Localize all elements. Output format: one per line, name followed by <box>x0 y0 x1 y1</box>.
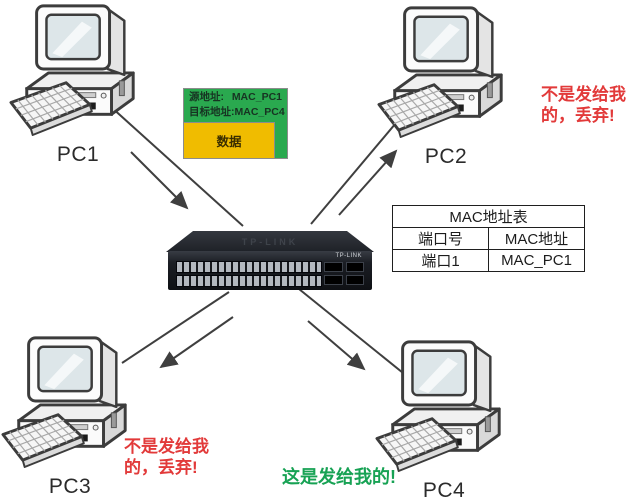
sfp-slot <box>324 275 343 285</box>
link-switch-pc3 <box>121 291 230 364</box>
sfp-slot <box>324 262 343 272</box>
pc4-computer-icon <box>374 336 514 472</box>
switch-brand-label: TP-LINK <box>335 253 362 259</box>
pc4-accept-note: 这是发给我的! <box>282 467 396 487</box>
arrow-switch-to-pc2 <box>338 149 398 216</box>
switch-sfp-slots <box>324 262 364 285</box>
pc2-computer-icon <box>376 2 516 138</box>
packet-dest-row: 目标地址: MAC_PC4 <box>184 104 287 119</box>
arrow-switch-to-pc4 <box>307 320 366 371</box>
pc3-discard-note-line1: 不是发给我 <box>124 437 209 456</box>
link-switch-pc4 <box>298 288 414 382</box>
pc3: PC3 <box>0 332 144 499</box>
pc1-label: PC1 <box>56 143 100 166</box>
link-pc1-switch <box>99 96 244 227</box>
pc1: PC1 <box>4 0 152 167</box>
pc2-label: PC2 <box>424 145 468 168</box>
pc3-computer-icon <box>0 332 140 468</box>
mac-table-cell-port1: 端口1 <box>392 249 489 272</box>
packet-dest-value: MAC_PC4 <box>234 106 285 118</box>
pc2-discard-note-line2: 的，丢弃! <box>541 106 615 126</box>
switch-port-row-bottom <box>176 275 322 287</box>
ethernet-switch: TP-LINK TP-LINK <box>166 231 374 292</box>
link-switch-pc2 <box>310 116 402 225</box>
mac-table-cell-mac-pc1: MAC_PC1 <box>488 249 585 272</box>
mac-table-header-mac: MAC地址 <box>488 227 585 250</box>
arrow-switch-to-pc3 <box>159 316 234 369</box>
pc2-discard-note: 不是发给我 的，丢弃! <box>541 84 626 127</box>
pc3-discard-note: 不是发给我 的，丢弃! <box>124 436 209 479</box>
packet-source-value: MAC_PC1 <box>231 91 282 103</box>
packet-source-label: 源地址: <box>189 91 224 103</box>
switch-port-row-top <box>176 261 322 273</box>
mac-table-header-port: 端口号 <box>392 227 489 250</box>
packet-source-row: 源地址: MAC_PC1 <box>184 89 287 104</box>
sfp-slot <box>345 262 364 272</box>
switch-top-face: TP-LINK <box>166 231 374 252</box>
pc4: PC4 <box>370 336 518 501</box>
pc2: PC2 <box>372 2 520 169</box>
packet-data-field: 数据 <box>184 122 275 158</box>
pc3-label: PC3 <box>48 475 92 498</box>
switch-top-brand-embossed: TP-LINK <box>241 236 299 247</box>
packet-dest-label: 目标地址: <box>189 106 235 118</box>
mac-table-title: MAC地址表 <box>392 205 585 228</box>
sfp-slot <box>345 275 364 285</box>
switch-front-face: TP-LINK <box>168 251 372 290</box>
pc2-discard-note-line1: 不是发给我 <box>541 85 626 104</box>
pc4-label: PC4 <box>422 479 466 501</box>
arrow-pc1-to-switch <box>130 151 189 210</box>
mac-address-table: MAC地址表 端口号 MAC地址 端口1 MAC_PC1 <box>392 205 585 272</box>
pc3-discard-note-line2: 的，丢弃! <box>124 458 198 478</box>
data-frame-packet: 源地址: MAC_PC1 目标地址: MAC_PC4 数据 <box>183 88 288 159</box>
pc1-computer-icon <box>8 0 148 136</box>
